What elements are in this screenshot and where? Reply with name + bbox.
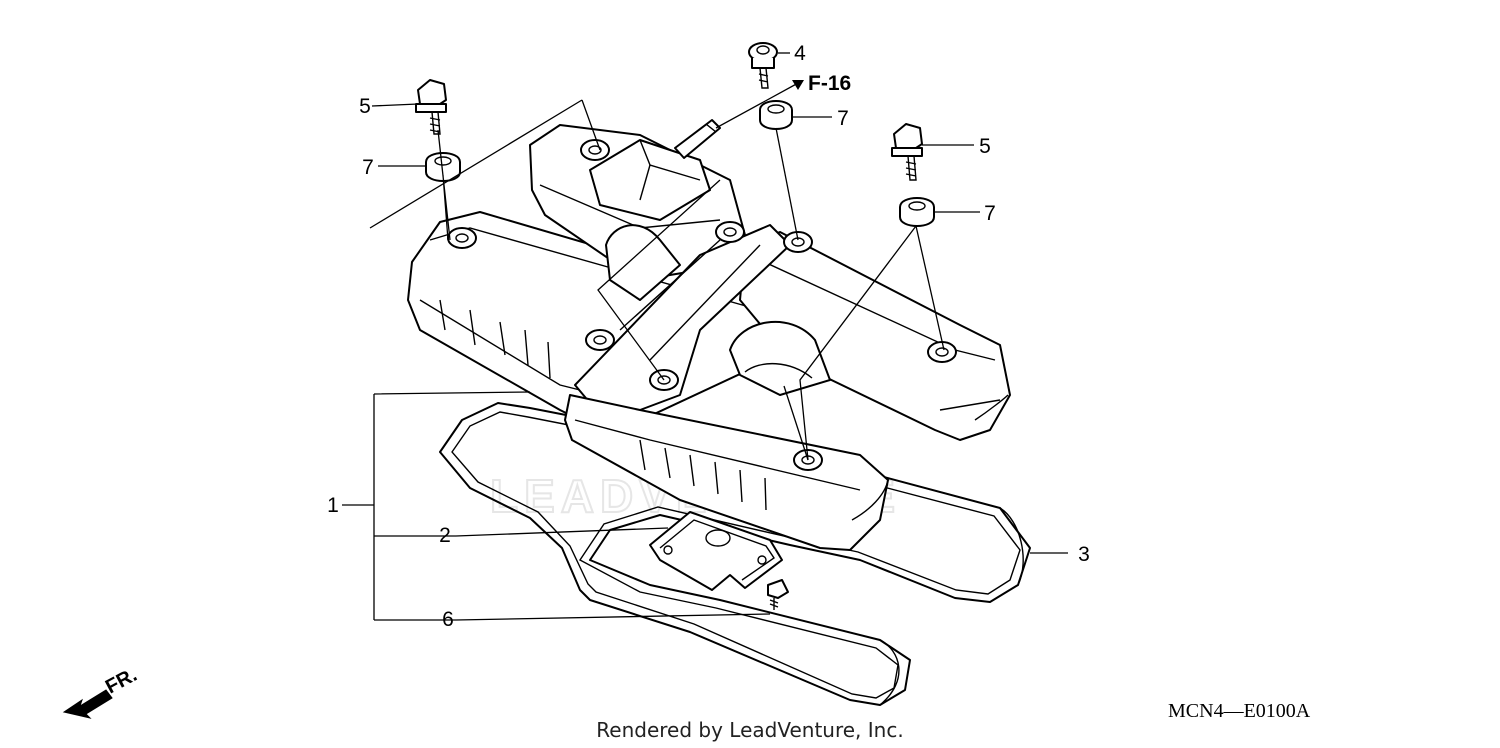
callout-2: 2	[439, 524, 451, 547]
bolt-5-right	[891, 123, 923, 181]
front-arrow-icon	[62, 689, 113, 719]
washer-7-center	[759, 100, 793, 130]
assembly-lines	[369, 99, 945, 461]
callout-leaders	[342, 52, 1068, 621]
callout-1: 1	[327, 494, 339, 517]
washer-7-right	[899, 197, 935, 227]
callout-7-center: 7	[837, 107, 849, 130]
diagram-code: MCN4—E0100A	[1168, 700, 1311, 722]
callout-4: 4	[794, 42, 806, 65]
callout-5-right: 5	[979, 135, 991, 158]
reference-label: F-16	[808, 72, 851, 95]
bolt-4	[748, 42, 778, 89]
head-cover-gasket	[439, 402, 1031, 706]
callout-6: 6	[442, 608, 454, 631]
callout-3: 3	[1078, 543, 1090, 566]
cylinder-head-cover	[407, 119, 1011, 551]
small-bolt	[767, 579, 789, 610]
callout-7-right: 7	[984, 202, 996, 225]
callout-5-left: 5	[359, 95, 371, 118]
washer-7-left	[425, 152, 461, 182]
bolt-5-left	[415, 79, 447, 135]
bolt-bosses	[447, 139, 957, 471]
breather-plate	[649, 511, 783, 591]
credit-line: Rendered by LeadVenture, Inc.	[596, 718, 903, 742]
callout-7-left: 7	[362, 156, 374, 179]
